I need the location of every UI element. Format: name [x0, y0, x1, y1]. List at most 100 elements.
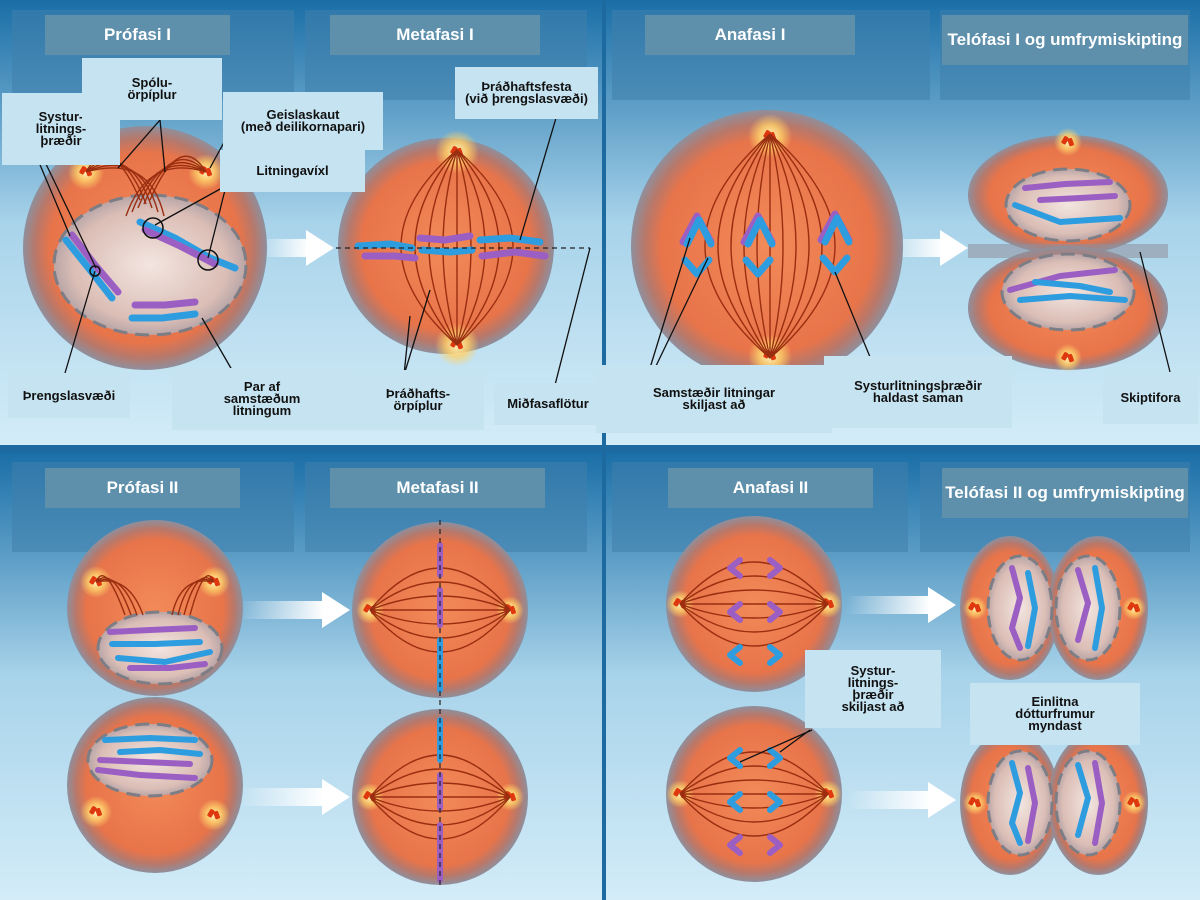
spindle-fiber: [769, 133, 836, 359]
label-geislaskaut: Geislaskaut (með deilikornapari): [223, 92, 383, 150]
chromosome: [102, 735, 198, 743]
spindle-fiber: [679, 561, 829, 605]
leader-line: [779, 729, 811, 753]
spindle-fiber: [171, 580, 215, 616]
label-systur-skiljast: Systur- litnings- þræðir skiljast að: [805, 650, 941, 728]
process-arrow: [238, 779, 350, 815]
chromosome: [109, 639, 203, 647]
centrosome: [1054, 128, 1082, 156]
label-systurlitningsthraedir-haldast: Systurlitningsþræðir haldast saman: [824, 356, 1012, 428]
leader-line: [154, 187, 223, 226]
leader-line: [403, 289, 431, 376]
leader-line: [554, 247, 591, 386]
leader-line: [1139, 251, 1171, 373]
spindle-fiber: [85, 164, 159, 213]
spindle-fiber: [369, 768, 511, 798]
chromosome: [767, 791, 783, 813]
process-arrow: [258, 230, 334, 266]
spindle-fiber: [95, 580, 144, 616]
spindle-fiber: [428, 149, 458, 346]
chromosome: [1092, 565, 1105, 651]
spindle-fiber: [679, 575, 829, 605]
chromosome: [416, 232, 474, 244]
centrosome: [1122, 791, 1146, 815]
process-arrow: [238, 592, 350, 628]
label-samstaedir-skiljast: Samstæðir litningar skiljast að: [596, 365, 832, 433]
nucleus: [1000, 252, 1136, 332]
chromosome: [95, 767, 198, 781]
centrosome: [80, 796, 112, 828]
spindle-fiber: [85, 167, 165, 217]
spindle-fiber: [743, 133, 771, 359]
chromosome: [1025, 765, 1038, 844]
cleavage-furrow: [968, 244, 1168, 258]
spindle-fiber: [679, 603, 829, 619]
chromosome: [418, 246, 476, 256]
leader-line: [519, 117, 557, 241]
spindle-fiber: [369, 581, 511, 611]
title-telofasi-2: Telófasi II og umfrymiskipting: [942, 468, 1188, 518]
nucleus: [96, 610, 224, 686]
spindle-fiber: [442, 149, 458, 346]
label-spoluorpiplur: Spólu- örpíplur: [82, 58, 222, 120]
spindle-fiber: [769, 133, 810, 359]
label-skiptifora: Skiptifora: [1103, 372, 1198, 424]
leader-line: [201, 317, 233, 371]
label-threngslasvaedi: Þrengslasvæði: [8, 373, 130, 418]
spindle-fiber: [756, 133, 771, 359]
title-anafasi-2: Anafasi II: [668, 468, 873, 508]
spindle-fiber: [456, 149, 514, 346]
label-einlitna: Einlitna dótturfrumur myndast: [970, 683, 1140, 745]
centrosome: [1122, 596, 1146, 620]
title-profasi-1: Prófasi I: [45, 15, 230, 55]
spindle-fiber: [704, 133, 771, 359]
spindle-fiber: [717, 133, 771, 359]
chiasma-marker: [197, 249, 219, 271]
spindle-fiber: [679, 765, 829, 795]
nucleus: [52, 193, 248, 337]
centrosome: [198, 799, 230, 831]
chromosome: [97, 757, 193, 767]
chromosome: [742, 256, 774, 278]
chromosome: [1075, 762, 1091, 838]
title-anafasi-1: Anafasi I: [645, 15, 855, 55]
spindle-fiber: [679, 589, 829, 605]
chromosome: [131, 298, 199, 309]
title-profasi-2: Prófasi II: [45, 468, 240, 508]
leader-line: [834, 271, 871, 358]
chromosome: [767, 834, 783, 856]
chromosome: [821, 214, 853, 246]
leader-line: [649, 237, 691, 369]
label-midfasaflotur: Miðfasaflötur: [494, 383, 602, 425]
spindle-fiber: [679, 603, 829, 633]
chromosome: [478, 248, 549, 260]
chiasma-marker: [142, 217, 164, 239]
label-litningavixl: Litningavíxl: [220, 150, 365, 192]
chromosome: [1017, 293, 1128, 303]
spindle-fiber: [679, 779, 829, 795]
label-thradhaftsorpiplur: Þráðhafts- örpíplur: [352, 370, 484, 430]
chromosome: [727, 644, 743, 666]
spindle-fiber: [149, 155, 207, 201]
leader-line: [654, 257, 709, 369]
chromosome: [1025, 570, 1038, 649]
spindle-fiber: [769, 133, 797, 359]
leader-lines: [37, 117, 1171, 763]
leader-line: [37, 159, 71, 237]
chromosome: [767, 747, 783, 769]
chromosome: [117, 747, 203, 757]
title-metafasi-2: Metafasi II: [330, 468, 545, 508]
leader-line: [64, 270, 96, 374]
chromosome: [1075, 567, 1091, 643]
spindle-fiber: [679, 603, 829, 647]
centrosome: [963, 791, 987, 815]
chromosome: [476, 234, 544, 246]
spindle-fiber: [125, 167, 207, 217]
chromosome: [683, 216, 715, 248]
chromosome: [361, 252, 419, 262]
leader-line: [44, 161, 97, 269]
leader-line: [739, 729, 813, 763]
spindle-fiber: [456, 149, 500, 346]
chromosome: [354, 240, 416, 252]
